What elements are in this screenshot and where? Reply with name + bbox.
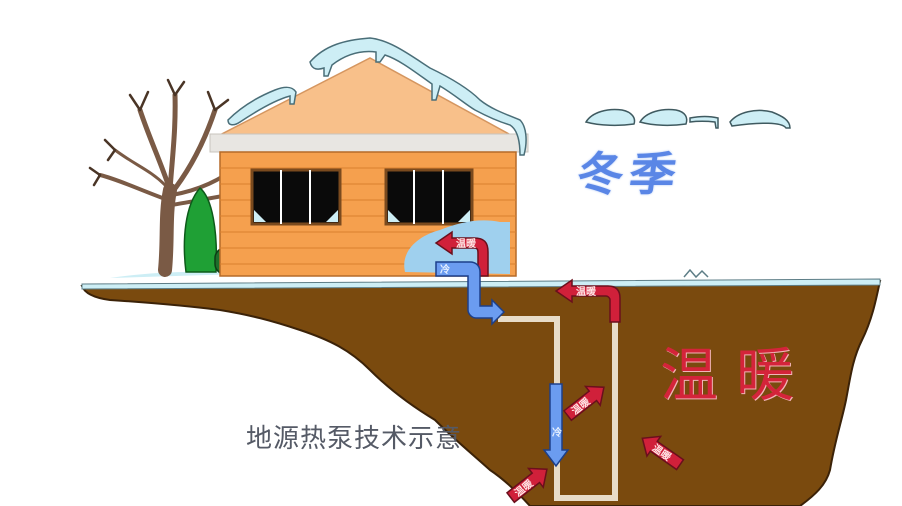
window-right [384,168,474,226]
season-label: 冬季 [573,147,686,201]
house [209,37,529,277]
underground-loop-pipe [498,316,618,501]
arrow-indoor-cold: 冷 [435,261,506,326]
snow-clouds [584,108,791,129]
arrow-indoor-warm: 温暖 [434,230,489,277]
arrow-label-cold-indoor: 冷 [440,263,450,276]
arrow-label-warm-surface: 温暖 [576,285,597,298]
arrow-loop-cold: 冷 [542,383,570,468]
ground [80,268,882,506]
arrow-label-warm-indoor: 温暖 [456,237,477,250]
arrow-ground-heat-3 [641,435,685,471]
arrow-label-cold-loop: 冷 [552,426,562,439]
diagram-caption: 地源热泵技术示意 [246,424,463,454]
ground-warm-label: 温暖 [660,341,813,409]
window-left [250,168,342,226]
arrow-surface-warm: 温暖 [554,278,621,323]
